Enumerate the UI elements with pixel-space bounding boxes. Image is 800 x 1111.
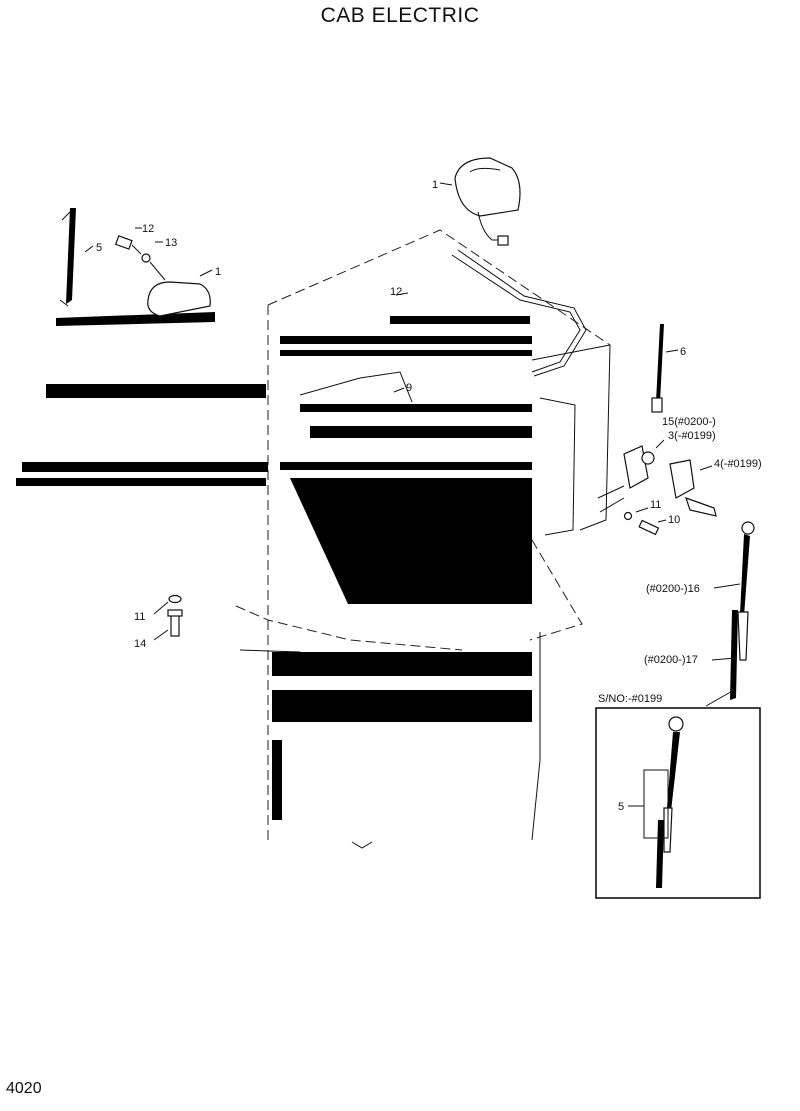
label-item-1-top: 1 <box>432 179 438 191</box>
label-item-12-left: 12 <box>142 223 154 235</box>
antenna-assembly <box>651 324 679 413</box>
washer-11-left <box>168 594 182 604</box>
washer-11 <box>623 511 633 521</box>
label-item-4: 4(-#0199) <box>714 458 762 470</box>
page-number: 4020 <box>6 1080 42 1097</box>
label-item-1-left: 1 <box>215 266 221 278</box>
washer-13 <box>141 253 151 263</box>
wiper-arm-16 <box>740 534 750 616</box>
label-item-9: 9 <box>406 382 412 394</box>
wiper-blade-left <box>66 208 76 304</box>
label-inset-item-5: 5 <box>618 801 624 813</box>
work-lamp-left <box>147 281 211 317</box>
label-item-11-right: 11 <box>650 499 661 511</box>
cab-body <box>235 229 611 849</box>
wiper-blade-17 <box>730 610 738 700</box>
label-item-3: 3(-#0199) <box>668 430 716 442</box>
page-title: CAB ELECTRIC <box>320 4 480 27</box>
cab-window-bands <box>16 316 532 820</box>
left-lamp-assembly <box>56 208 215 326</box>
antenna <box>656 324 664 402</box>
label-item-15: 15(#0200-) <box>662 416 716 428</box>
right-wiper-assembly <box>705 521 755 707</box>
label-item-6: 6 <box>680 346 686 358</box>
bolt-14 <box>170 613 180 637</box>
wiper-motor-4 <box>669 459 695 499</box>
label-item-10: 10 <box>668 514 680 526</box>
label-item-5-left: 5 <box>96 242 102 254</box>
inset-detail-box <box>595 707 761 899</box>
bolt-10 <box>638 519 660 536</box>
wiper-bracket-15 <box>623 445 649 489</box>
label-item-14: 14 <box>134 638 146 650</box>
left-lower-fasteners <box>153 594 183 641</box>
label-item-16: (#0200-)16 <box>646 583 700 595</box>
wiper-motor-assembly <box>597 439 717 536</box>
label-item-11-left: 11 <box>134 611 145 623</box>
bolt-12-left <box>114 235 133 250</box>
work-lamp-top <box>454 157 521 217</box>
label-item-13: 13 <box>165 237 177 249</box>
label-inset-serial: S/NO:-#0199 <box>598 693 662 705</box>
top-lamp-assembly <box>439 157 521 246</box>
label-item-12-cab: 12 <box>390 286 402 298</box>
label-item-17: (#0200-)17 <box>644 654 698 666</box>
